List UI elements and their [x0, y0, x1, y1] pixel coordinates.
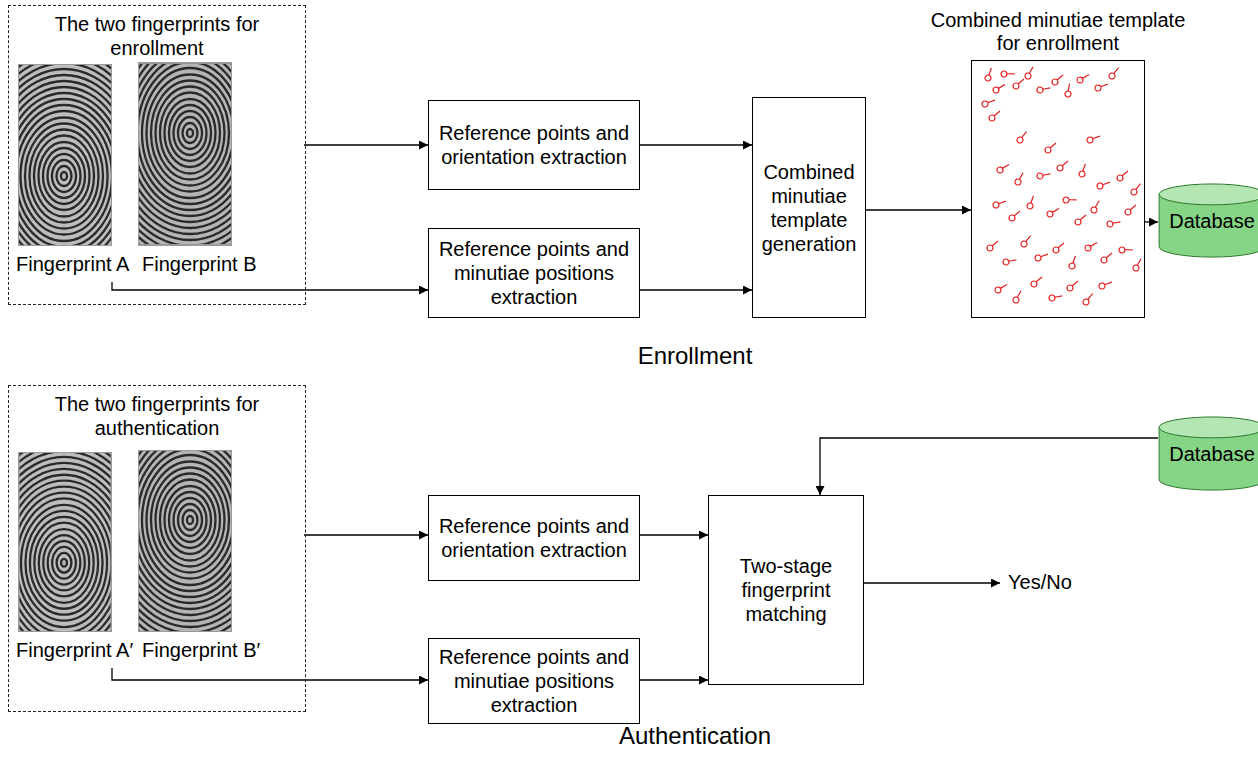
connector-arrow: [112, 668, 428, 680]
database-cylinder: Database: [1158, 183, 1258, 259]
process-box: Two-stage fingerprint matching: [708, 495, 864, 685]
box-text: Reference points and minutiae positions …: [435, 237, 633, 309]
connector-arrow: [820, 438, 1158, 495]
panel-heading: Combined minutiae template for enrollmen…: [922, 9, 1194, 55]
section-title: Enrollment: [560, 342, 830, 371]
fingerprint-label: Fingerprint A: [16, 252, 134, 276]
connector-arrow: [640, 679, 708, 680]
template-panel: Combined minutiae template for enrollmen…: [971, 60, 1145, 318]
group-title: The two fingerprints for authentication: [13, 392, 301, 440]
fingerprint-image: [0, 433, 160, 692]
fingerprint-label: Fingerprint B′: [142, 638, 302, 662]
section-title: Authentication: [560, 722, 830, 751]
output-label: Yes/No: [1008, 570, 1128, 594]
group-title: The two fingerprints for enrollment: [13, 12, 301, 60]
box-text: Combined minutiae template generation: [759, 160, 859, 256]
connector-arrow: [304, 534, 428, 535]
fingerprint-image: [0, 45, 162, 307]
process-box: Reference points and minutiae positions …: [428, 638, 640, 724]
output-arrow: [864, 582, 1000, 583]
process-box: Combined minutiae template generation: [752, 97, 866, 318]
group-frame: The two fingerprints for authenticationF…: [8, 385, 306, 712]
fingerprint-node: Fingerprint A: [10, 60, 136, 282]
connector-arrow: [304, 144, 428, 145]
process-box: Reference points and orientation extract…: [428, 100, 640, 190]
fingerprint-label: Fingerprint B: [142, 252, 302, 276]
connector-arrow: [1145, 221, 1158, 222]
box-text: Reference points and orientation extract…: [435, 514, 633, 562]
database-label: Database: [1158, 209, 1258, 233]
database-label: Database: [1158, 442, 1258, 466]
box-text: Two-stage fingerprint matching: [715, 554, 857, 626]
process-box: Reference points and minutiae positions …: [428, 228, 640, 318]
connector-arrow: [640, 144, 752, 145]
fingerprint-label: Fingerprint A′: [16, 638, 135, 662]
process-box: Reference points and orientation extract…: [428, 495, 640, 581]
fingerprint-node: Fingerprint B′: [136, 446, 304, 668]
box-text: Reference points and minutiae positions …: [435, 645, 633, 717]
fingerprint-node: Fingerprint A′: [10, 446, 137, 668]
box-text: Reference points and orientation extract…: [435, 121, 633, 169]
connector-arrow: [640, 534, 708, 535]
group-frame: The two fingerprints for enrollmentFinge…: [8, 5, 306, 305]
database-cylinder: Database: [1158, 416, 1258, 492]
minutiae-marks: [981, 67, 1144, 306]
connector-arrow: [112, 282, 428, 290]
connector-arrow: [640, 289, 752, 290]
fingerprint-node: Fingerprint B: [136, 60, 304, 282]
connector-arrow: [866, 209, 971, 210]
